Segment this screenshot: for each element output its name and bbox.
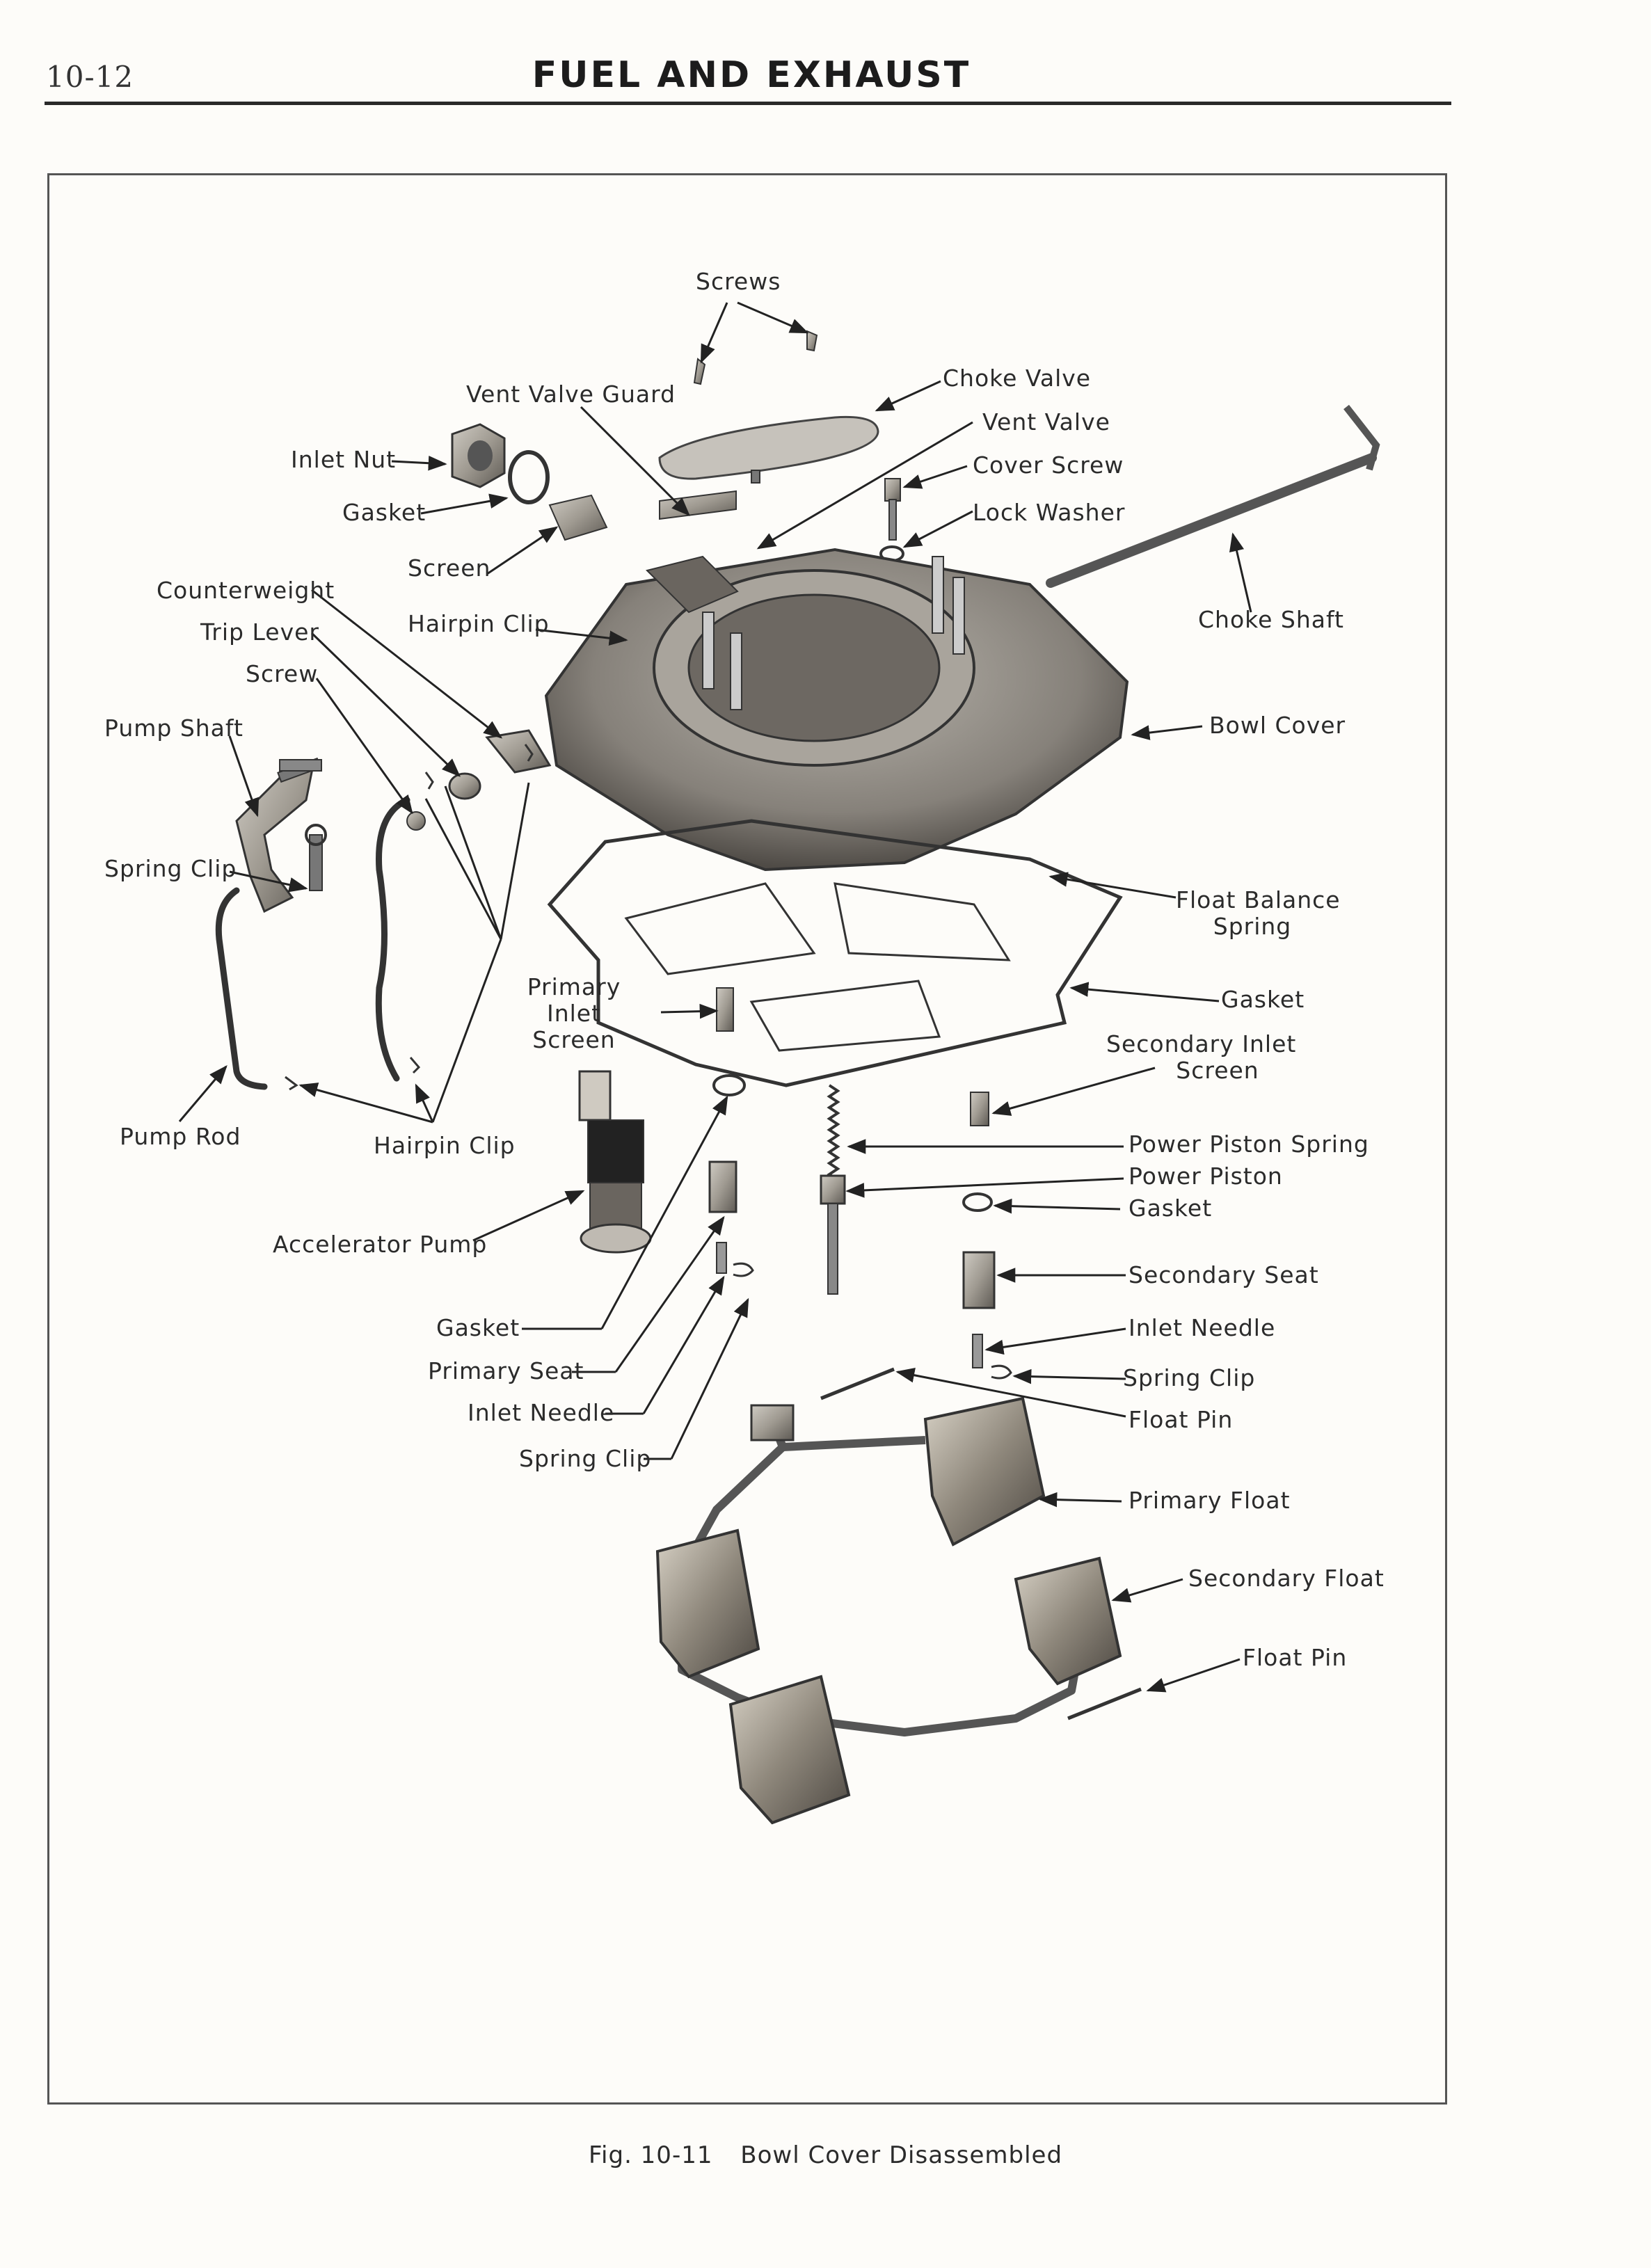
counterweight-part [485,729,552,774]
label-hairpin-clip-bottom: Hairpin Clip [374,1132,516,1159]
label-choke-valve: Choke Valve [943,365,1092,392]
screen-part [548,494,608,541]
choke-valve-part [658,415,879,480]
spring-clip-center-part [733,1262,754,1277]
bowl-cover-part [544,548,1129,872]
label-primary-inlet-screen-line3: Screen [532,1026,616,1053]
rod-part [375,797,410,1082]
label-choke-shaft: Choke Shaft [1198,606,1344,633]
label-secondary-inlet-screen-line2: Screen [1176,1057,1259,1084]
label-float-pin-bottom: Float Pin [1243,1644,1348,1671]
secondary-seat-part [962,1251,996,1309]
inlet-nut-part [451,423,506,488]
label-primary-seat: Primary Seat [428,1357,584,1384]
label-float-pin-top: Float Pin [1128,1406,1234,1433]
trip-lever-part [448,772,481,800]
label-secondary-inlet-screen: Secondary Inlet Screen [1106,1030,1297,1084]
screws-part [693,330,818,385]
label-primary-inlet-screen: Primary Inlet Screen [525,974,623,1053]
float-bottom-part [728,1675,851,1825]
primary-seat-part [708,1160,737,1213]
label-power-piston: Power Piston [1128,1163,1283,1190]
pump-rod-part [215,887,268,1090]
float-pin-top-part [820,1367,895,1400]
pump-shaft-pin-part [279,759,322,772]
label-bowl-cover: Bowl Cover [1209,712,1346,739]
gasket-small-part [712,1074,746,1096]
label-float-balance-spring-line2: Spring [1213,913,1292,940]
float-assembly-part [678,1404,1090,1736]
label-screen: Screen [408,554,491,582]
label-float-balance-spring-line1: Float Balance [1176,886,1341,913]
cover-screw-part [884,478,901,541]
label-secondary-seat: Secondary Seat [1128,1261,1319,1288]
label-power-piston-spring: Power Piston Spring [1128,1131,1369,1158]
hairpin-clips-part [285,744,534,1091]
label-lock-washer: Lock Washer [973,499,1126,526]
page-number: 10-12 [46,60,134,94]
label-primary-float: Primary Float [1128,1487,1291,1514]
power-piston-part [820,1174,846,1295]
figure-frame [47,173,1447,2105]
label-gasket-pp: Gasket [1128,1195,1213,1222]
spring-clip-left-part [305,824,327,891]
label-primary-inlet-screen-line2: Inlet [546,1000,602,1027]
vent-valve-guard-part [659,490,737,520]
label-inlet-needle-left: Inlet Needle [468,1399,615,1426]
label-gasket-lower: Gasket [436,1314,520,1341]
bowl-cover-gasket-part [547,819,1123,1087]
spring-clip-right-part [991,1364,1012,1380]
float-left-part [655,1528,760,1679]
label-hairpin-clip-top: Hairpin Clip [408,610,550,637]
leader-lines [178,301,1252,1693]
label-float-balance-spring: Float Balance Spring [1176,886,1341,940]
inlet-needle-right-part [972,1334,983,1368]
label-trip-lever: Trip Lever [200,618,319,646]
power-piston-spring-part [827,1084,840,1187]
header-rule [45,102,1451,105]
pump-shaft-part [235,757,321,913]
figure-caption: Fig. 10-11 Bowl Cover Disassembled [0,2141,1651,2169]
float-pin-bottom-part [1067,1687,1142,1720]
caption-text: Bowl Cover Disassembled [740,2141,1063,2169]
inlet-needle-part [716,1242,727,1274]
screw-part [406,811,426,831]
label-gasket-right: Gasket [1221,986,1305,1013]
gasket-ring-part [508,450,550,504]
label-inlet-needle-right: Inlet Needle [1128,1314,1276,1341]
page-title: FUEL AND EXHAUST [532,54,971,96]
label-cover-screw: Cover Screw [973,452,1124,479]
label-secondary-float: Secondary Float [1188,1565,1385,1592]
label-secondary-inlet-screen-line1: Secondary Inlet [1106,1030,1297,1057]
label-spring-clip-left: Spring Clip [104,855,237,882]
label-counterweight: Counterweight [157,577,335,604]
secondary-inlet-screen-part [970,1092,989,1126]
label-spring-clip-lower: Spring Clip [519,1445,652,1472]
label-accelerator-pump: Accelerator Pump [273,1231,488,1258]
caption-figure-number: Fig. 10-11 [588,2141,713,2169]
label-vent-valve: Vent Valve [982,408,1110,436]
label-vent-valve-guard: Vent Valve Guard [466,381,676,408]
label-spring-clip-right: Spring Clip [1123,1364,1256,1391]
label-gasket-top: Gasket [342,499,426,526]
gasket-pp-part [962,1192,993,1212]
primary-float-part [923,1396,1046,1547]
label-inlet-nut: Inlet Nut [291,446,397,473]
label-pump-rod: Pump Rod [120,1123,241,1150]
primary-inlet-screen-part [716,987,734,1032]
label-screws: Screws [696,268,781,295]
label-pump-shaft: Pump Shaft [104,714,244,742]
label-screw: Screw [246,660,319,687]
choke-shaft-part [1046,404,1380,588]
label-primary-inlet-screen-line1: Primary [527,973,621,1000]
accelerator-pump-part [578,1070,652,1254]
vent-valve-part [751,470,760,484]
secondary-float-part [1014,1556,1122,1686]
